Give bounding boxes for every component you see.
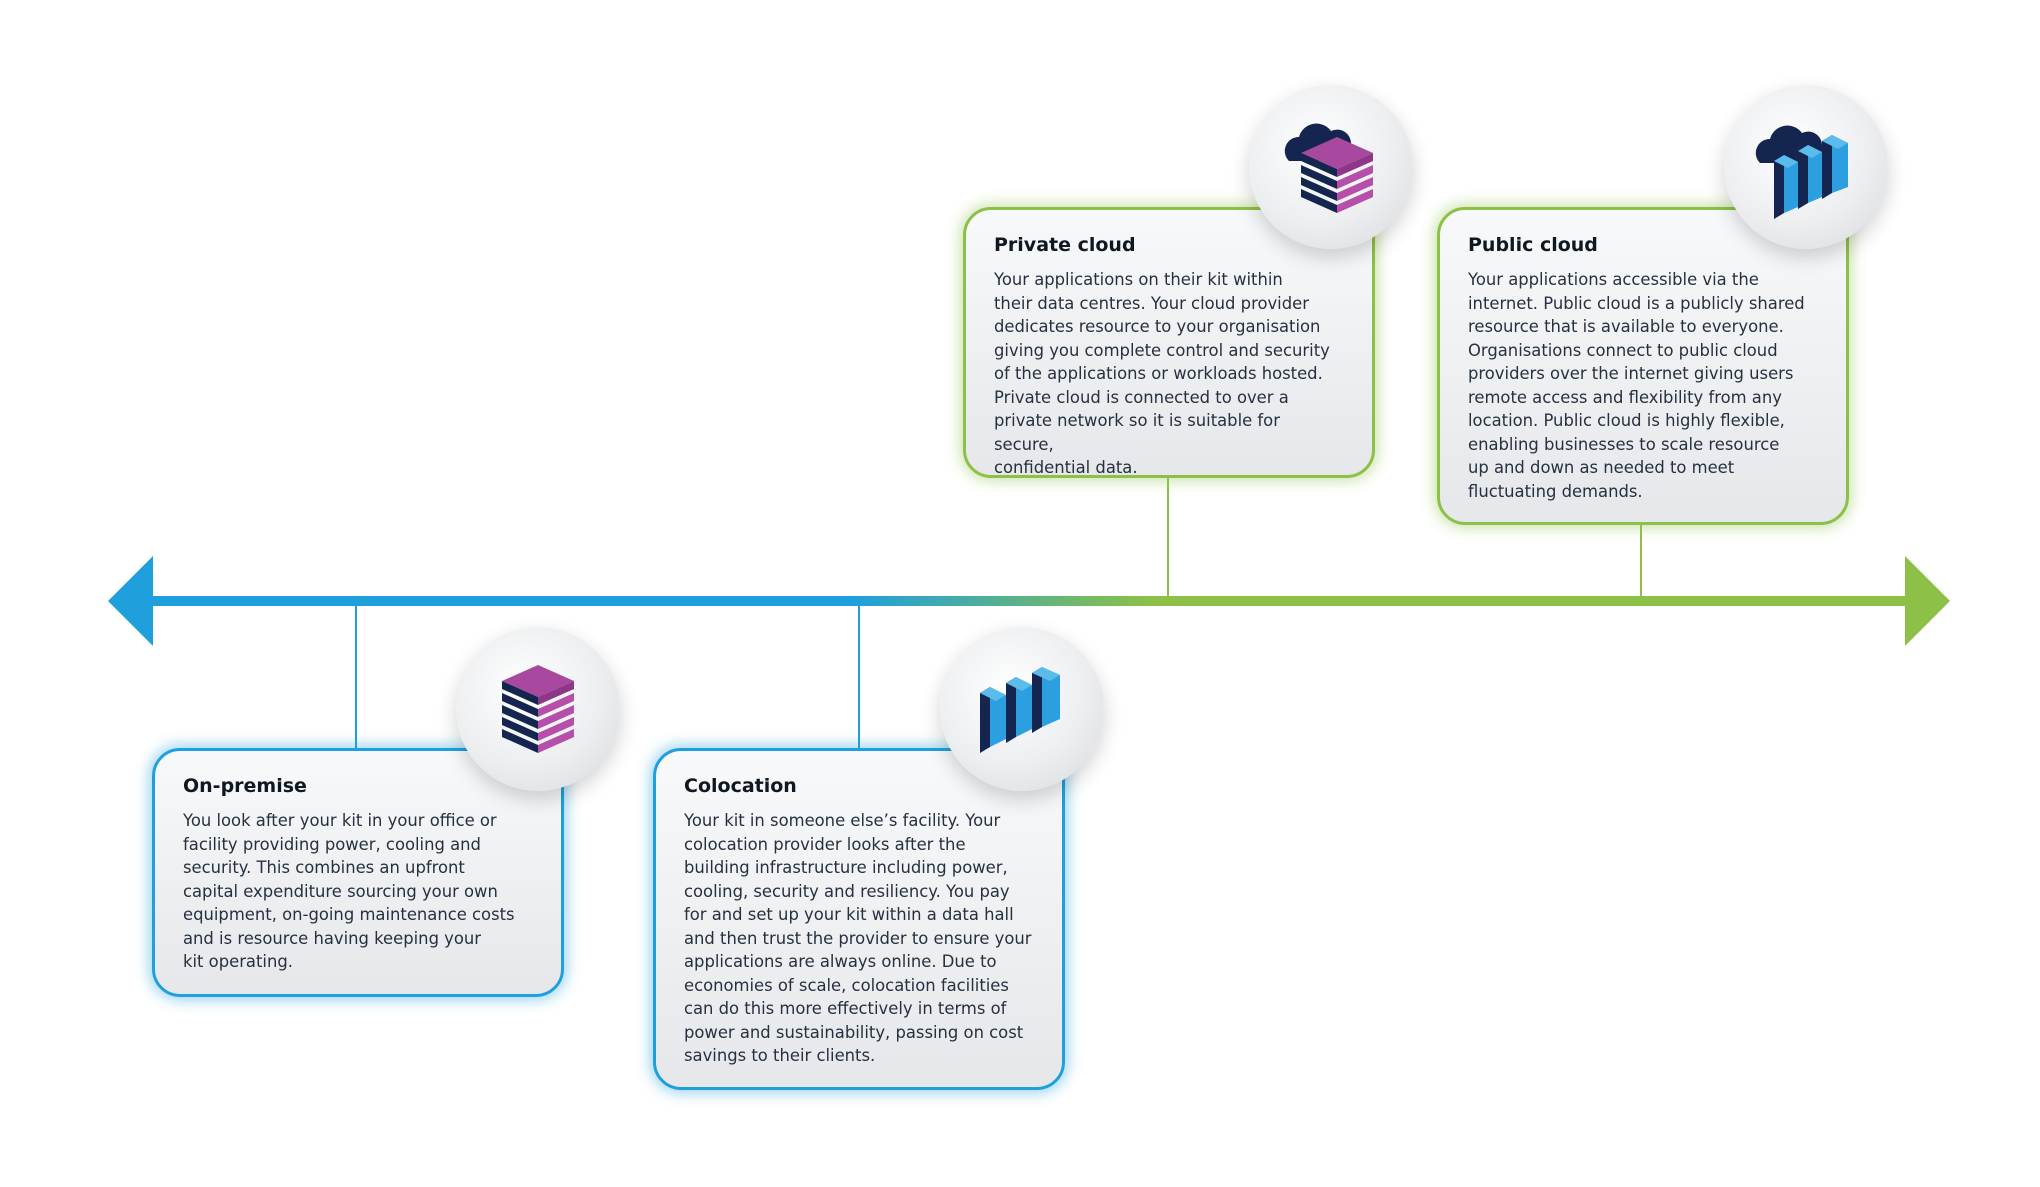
server-stack-icon xyxy=(502,665,574,753)
arrow-right-icon xyxy=(1905,556,1950,646)
card-text: Your applications accessible via the int… xyxy=(1468,270,1805,501)
card-text: You look after your kit in your office o… xyxy=(183,811,515,971)
card-public-cloud: Public cloud Your applications accessibl… xyxy=(1437,207,1849,525)
card-text: Your kit in someone else’s facility. You… xyxy=(684,811,1032,1065)
card-on-premise: On-premise You look after your kit in yo… xyxy=(152,748,564,997)
badge-colocation xyxy=(940,627,1104,791)
badge-on-premise xyxy=(456,627,620,791)
card-colocation: Colocation Your kit in someone else’s fa… xyxy=(653,748,1065,1090)
timeline-line xyxy=(148,596,1910,606)
card-title: Colocation xyxy=(684,775,797,797)
cloud-server-stack-icon xyxy=(1284,123,1373,213)
card-title: On-premise xyxy=(183,775,307,797)
badge-private-cloud xyxy=(1249,85,1413,249)
arrow-left-icon xyxy=(108,556,153,646)
card-private-cloud: Private cloud Your applications on their… xyxy=(963,207,1375,478)
server-racks-icon xyxy=(980,667,1060,753)
cloud-server-racks-icon xyxy=(1755,125,1848,219)
card-title: Public cloud xyxy=(1468,234,1598,256)
card-title: Private cloud xyxy=(994,234,1136,256)
badge-public-cloud xyxy=(1724,85,1888,249)
card-text: Your applications on their kit within th… xyxy=(994,270,1330,477)
